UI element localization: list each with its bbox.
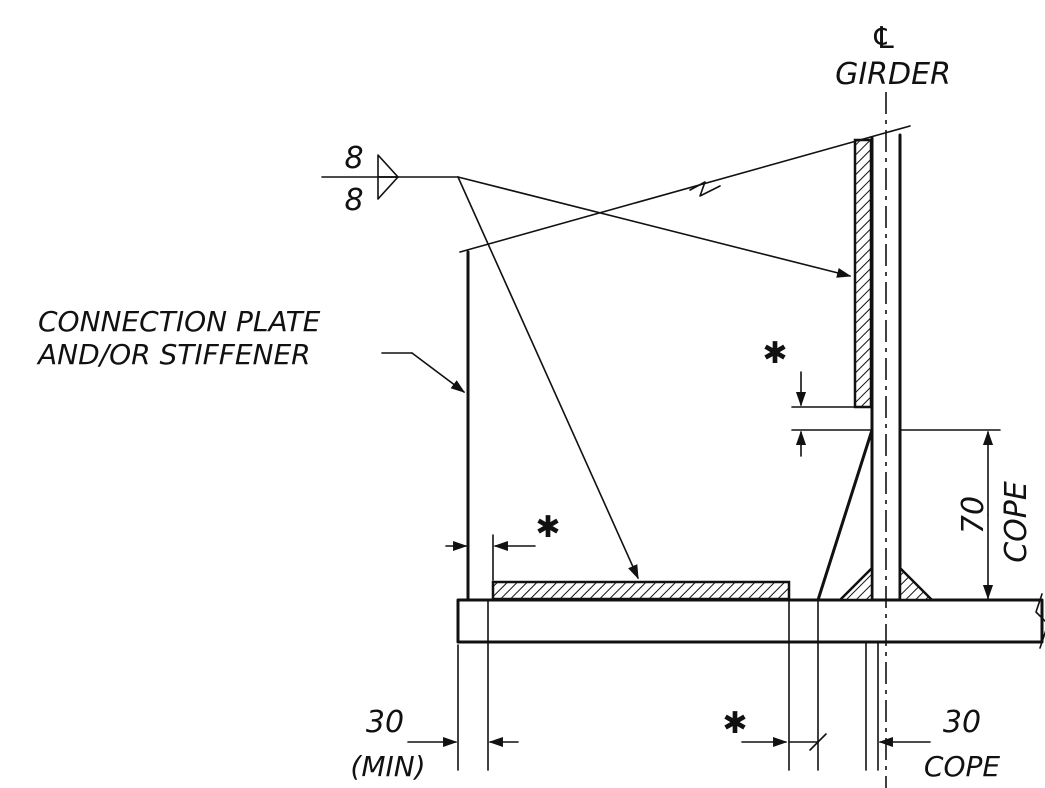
- min-gap-label: (MIN): [350, 750, 425, 783]
- weld-leader-to-web: [457, 176, 852, 278]
- cope-width-label: COPE: [924, 750, 1000, 783]
- callout-leader-arrow: [411, 352, 466, 393]
- callout-line-1: CONNECTION PLATE: [38, 305, 321, 338]
- plate-gap-star-label: ✱: [535, 510, 560, 545]
- web-flange-weld-left: [836, 564, 874, 602]
- clip-star-label: ✱: [762, 336, 787, 371]
- weld-symbol-flag-bottom: [377, 176, 399, 200]
- weld-symbol-flag-top: [377, 154, 399, 178]
- weld-size-bottom: 8: [344, 183, 363, 218]
- web-fillet-weld: [853, 138, 873, 409]
- star-dim-tick: [809, 733, 827, 751]
- stiffener-top-edge: [459, 125, 911, 253]
- centerline-symbol: ℄: [871, 21, 898, 56]
- flange-break-line: [1035, 593, 1045, 649]
- break-symbol: [689, 181, 721, 197]
- cope-height-label: COPE: [999, 481, 1034, 563]
- min-gap-value: 30: [366, 705, 404, 740]
- cope-height-value: 70: [956, 496, 991, 534]
- cope-width-value: 30: [943, 705, 981, 740]
- stiffener-cope-slope: [816, 428, 874, 602]
- weld-size-top: 8: [344, 141, 363, 176]
- callout-line-2: AND/OR STIFFENER: [36, 338, 311, 371]
- web-flange-weld-right: [898, 564, 936, 602]
- bottom-star-label: ✱: [722, 706, 747, 741]
- flange-fillet-weld: [491, 580, 791, 601]
- girder-label: GIRDER: [835, 57, 951, 92]
- weld-leader-to-flange: [457, 176, 639, 580]
- girder-flange: [456, 598, 1044, 644]
